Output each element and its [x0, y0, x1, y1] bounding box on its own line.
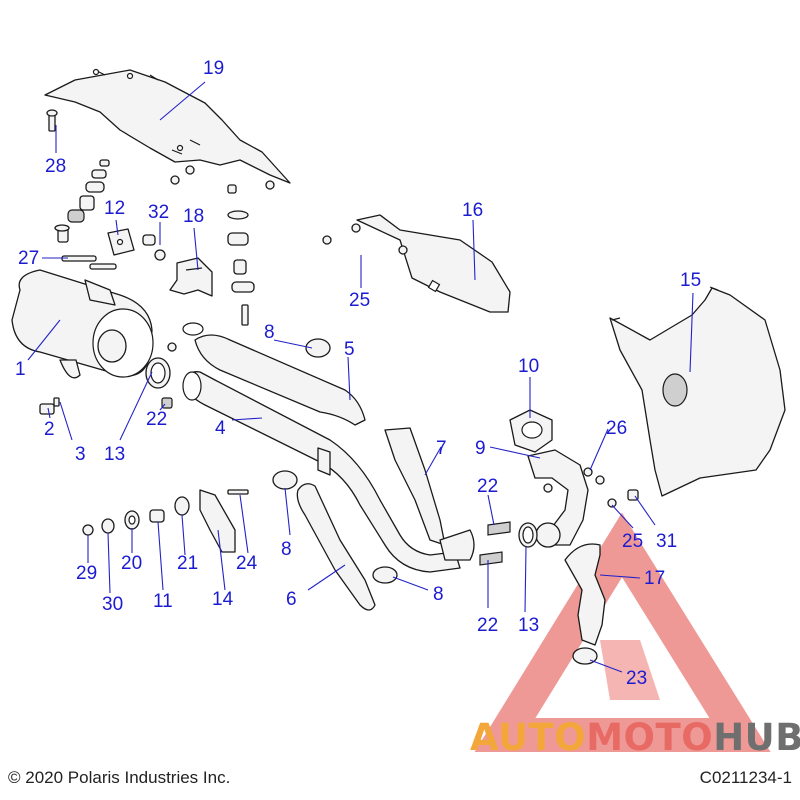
callout-5: 5 — [344, 339, 355, 360]
callout-10: 10 — [518, 356, 539, 377]
part-12-bracket — [107, 228, 135, 256]
callout-6: 6 — [286, 589, 297, 610]
watermark-logo — [474, 512, 771, 752]
part-17-shield — [564, 543, 606, 646]
copyright-text: © 2020 Polaris Industries Inc. — [8, 768, 230, 787]
drawing-number: C0211234-1 — [700, 768, 792, 787]
callout-25-upper: 25 — [349, 290, 370, 311]
callout-26: 26 — [606, 418, 627, 439]
callout-3: 3 — [75, 444, 86, 465]
callout-31: 31 — [656, 531, 677, 552]
callout-27: 27 — [18, 248, 39, 269]
part-1-muffler — [11, 269, 154, 379]
callout-22c: 22 — [477, 615, 498, 636]
callout-7: 7 — [436, 438, 447, 459]
rubber-mount-column — [170, 165, 275, 326]
part-19-heat-shield — [44, 68, 291, 184]
callout-8c: 8 — [433, 584, 444, 605]
callout-12: 12 — [104, 198, 125, 219]
part-16-shield — [322, 214, 511, 313]
callout-32: 32 — [148, 202, 169, 223]
callout-22-left: 22 — [146, 409, 167, 430]
part-28-bolt — [46, 109, 58, 132]
bottom-hardware-row — [82, 489, 249, 553]
part-4-pipe — [182, 371, 461, 573]
part-7-shield — [384, 427, 475, 561]
callout-17: 17 — [644, 568, 665, 589]
part-6-tailpipe — [296, 483, 376, 611]
part-2-3-fasteners — [39, 397, 60, 415]
part-13-gasket-left — [145, 357, 171, 389]
callout-4: 4 — [215, 418, 226, 439]
watermark-text: AUTOMOTOHUB — [470, 716, 800, 759]
callout-8-middle: 8 — [281, 539, 292, 560]
callout-labels: 19 28 12 32 18 27 1 2 3 13 22 4 5 8 16 2… — [15, 58, 701, 689]
part-5-pipe-shield — [167, 322, 366, 426]
part-9-header — [527, 449, 605, 548]
callout-19: 19 — [203, 58, 224, 79]
part-10-gasket — [509, 409, 553, 453]
callout-9: 9 — [475, 438, 486, 459]
brand-part-1: AUTO — [470, 716, 586, 759]
part-15-large-shield — [609, 286, 786, 497]
part-32-nut — [142, 234, 166, 261]
callout-15: 15 — [680, 270, 701, 291]
footer: © 2020 Polaris Industries Inc. C0211234-… — [8, 768, 792, 787]
brand-part-2: MOTO — [586, 716, 713, 759]
callout-23: 23 — [626, 668, 647, 689]
leader-lines — [27, 81, 694, 673]
part-8-clamps — [272, 338, 398, 584]
callout-1: 1 — [15, 359, 26, 380]
callout-16: 16 — [462, 200, 483, 221]
svg-text:AUTOMOTOHUB: AUTOMOTOHUB — [470, 716, 800, 759]
callout-25-lower: 25 — [622, 531, 643, 552]
part-13-gasket-right — [518, 522, 538, 548]
callout-2: 2 — [44, 419, 55, 440]
callout-13-right: 13 — [518, 615, 539, 636]
brand-part-3: HUB — [713, 716, 800, 759]
callout-13-left: 13 — [104, 444, 125, 465]
callout-18: 18 — [183, 206, 204, 227]
mount-hardware-stack — [54, 159, 117, 270]
callout-28: 28 — [45, 156, 66, 177]
part-22-springs-right — [479, 521, 511, 566]
callout-8-upper: 8 — [264, 322, 275, 343]
callout-22b: 22 — [477, 476, 498, 497]
part-18-bracket — [169, 257, 213, 297]
hardware-25-26-31 — [583, 467, 639, 508]
part-22-spring-left — [161, 397, 173, 409]
